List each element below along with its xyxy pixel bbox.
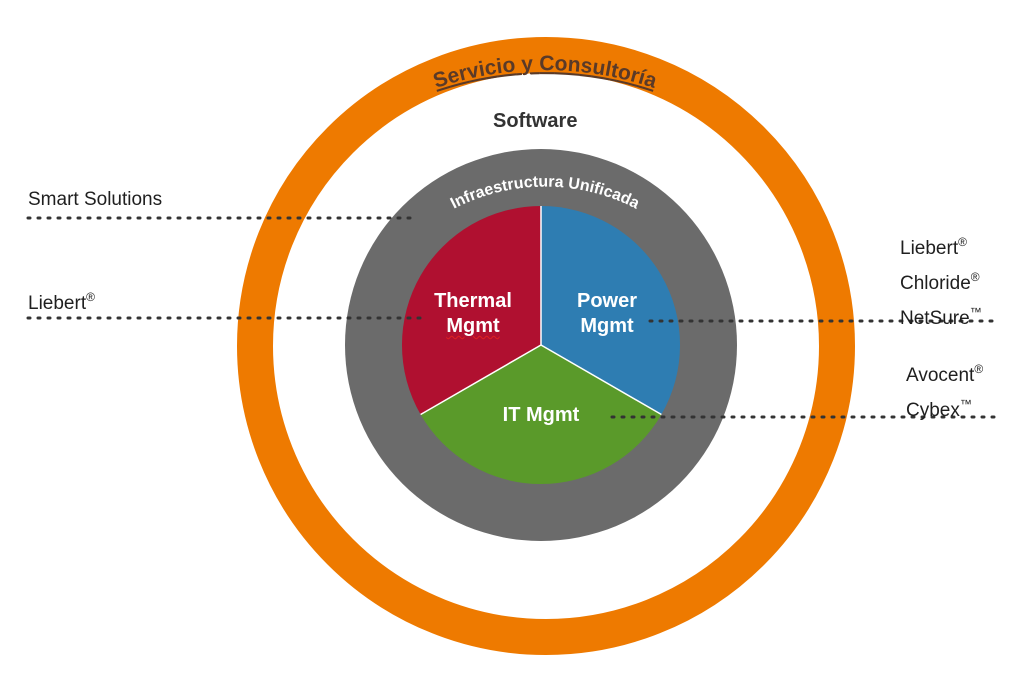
thermal-mgmt-segment: [401, 206, 541, 415]
brand-mark: ™: [959, 397, 972, 411]
brand-mark: ®: [974, 362, 984, 376]
segment-divider-left: [420, 344, 542, 416]
power-line1: Power: [576, 290, 638, 312]
smart-solutions-label: Smart Solutions: [28, 189, 163, 210]
brand-name: Cybex: [906, 400, 960, 421]
brand-avocent: Avocent®: [906, 355, 983, 390]
brand-netsure: NetSure™: [900, 298, 982, 333]
brand-name: NetSure: [900, 308, 970, 329]
brand-name: Liebert: [900, 238, 959, 259]
brand-liebert: Liebert®: [900, 228, 982, 263]
brand-name: Avocent: [906, 365, 975, 386]
power-brands-list: Liebert® Chloride® NetSure™: [900, 228, 982, 333]
brand-cybex: Cybex™: [906, 390, 983, 425]
power-line2: Mgmt: [580, 315, 634, 337]
software-label: Software: [493, 110, 578, 132]
it-brands-list: Avocent® Cybex™: [906, 355, 983, 425]
it-line1: IT Mgmt: [502, 404, 580, 426]
brand-mark: ®: [970, 270, 980, 284]
segment-divider-right: [540, 344, 662, 416]
service-consulting-ring: [237, 37, 855, 655]
power-mgmt-label: Power Mgmt: [552, 289, 662, 339]
liebert-left-name: Liebert: [28, 293, 87, 314]
liebert-left-mark: ®: [86, 290, 95, 304]
brand-mark: ®: [958, 235, 967, 249]
liebert-left-label: Liebert®: [28, 283, 95, 318]
it-mgmt-label: IT Mgmt: [483, 403, 599, 428]
thermal-mgmt-label: Thermal Mgmt: [418, 289, 528, 339]
thermal-line1: Thermal: [434, 290, 512, 312]
brand-chloride: Chloride®: [900, 263, 982, 298]
thermal-line2: Mgmt: [446, 315, 500, 337]
brand-name: Chloride: [900, 273, 971, 294]
brand-mark: ™: [969, 305, 982, 319]
power-mgmt-segment: [541, 206, 681, 415]
